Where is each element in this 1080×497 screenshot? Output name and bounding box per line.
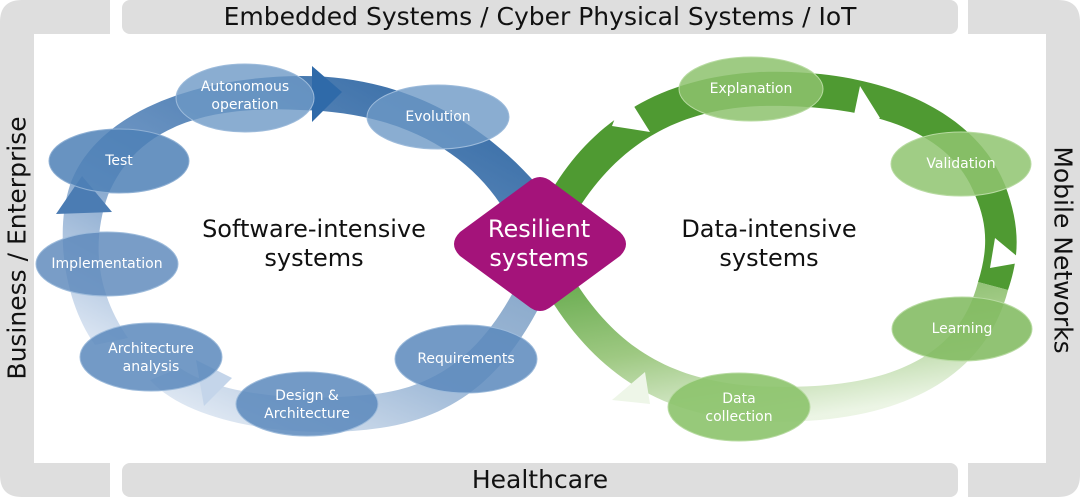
data-stage-ovals	[667, 56, 1033, 442]
stage-label-test: Test	[105, 153, 133, 169]
data-arrow-head-right	[850, 86, 880, 134]
stage-label-implementation: Implementation	[51, 256, 163, 272]
oval-implementation	[35, 231, 179, 297]
oval-autonomous-operation	[175, 63, 315, 133]
data-cycle-title-line-2: systems	[719, 244, 819, 272]
frame-left-band	[0, 0, 110, 497]
frame-top-band	[122, 0, 958, 34]
data-ring-lower-arc	[545, 278, 1008, 422]
oval-design-architecture	[235, 371, 379, 437]
software-cycle-title: Software-intensive systems	[202, 215, 426, 273]
stage-label-autonomous-line-2: operation	[211, 97, 279, 113]
resilient-systems-diamond	[454, 177, 626, 311]
oval-test	[48, 128, 190, 194]
frame-right-band	[968, 0, 1080, 497]
software-arrow-head-left	[56, 176, 112, 214]
frame-label-top: Embedded Systems / Cyber Physical System…	[223, 2, 857, 31]
frame-bottom-band	[122, 463, 958, 497]
stage-label-architecture-line-1: Architecture	[108, 341, 194, 357]
oval-validation	[890, 131, 1032, 197]
frame-label-bottom: Healthcare	[471, 465, 609, 494]
data-arrow-head-mid	[990, 238, 1024, 268]
resilient-systems-line-2: systems	[489, 244, 589, 272]
stage-label-design-line-2: Architecture	[264, 406, 350, 422]
stage-label-autonomous-line-1: Autonomous	[200, 79, 290, 95]
data-ring-upper-arc	[540, 71, 1017, 290]
stage-label-architecture-line-2: analysis	[122, 359, 180, 375]
software-cycle-title-line-1: Software-intensive	[202, 215, 426, 243]
stage-label-design-architecture: Design & Architecture	[264, 387, 350, 423]
frame-label-left: Business / Enterprise	[2, 116, 32, 380]
oval-evolution	[366, 84, 510, 150]
stage-label-data-collection: Data collection	[705, 390, 772, 426]
oval-explanation	[678, 56, 824, 122]
resilient-systems-line-1: Resilient	[487, 215, 591, 243]
stage-label-data-collection-line-2: collection	[705, 409, 773, 425]
software-arrow-head-top	[312, 66, 342, 122]
data-arrow-head-low	[612, 372, 650, 404]
data-cycle-title-line-1: Data-intensive	[681, 215, 857, 243]
data-cycle-title: Data-intensive systems	[681, 215, 856, 273]
oval-data-collection	[667, 372, 811, 442]
stage-label-explanation: Explanation	[709, 81, 793, 97]
stage-label-data-collection-line-1: Data	[722, 391, 756, 407]
software-cycle-title-line-2: systems	[264, 244, 364, 272]
stage-label-validation: Validation	[926, 156, 996, 172]
stage-label-evolution: Evolution	[405, 109, 471, 125]
stage-label-architecture-analysis: Architecture analysis	[108, 340, 194, 376]
data-cycle-ring	[540, 71, 1024, 422]
resilient-systems-label: Resilient systems	[488, 215, 590, 273]
frame-label-right: Mobile Networks	[1048, 146, 1078, 354]
stage-label-autonomous-operation: Autonomous operation	[201, 78, 289, 114]
stage-label-requirements: Requirements	[417, 351, 515, 367]
software-stage-ovals	[35, 63, 538, 437]
oval-architecture-analysis	[79, 322, 223, 392]
data-arrow-head-top	[612, 92, 650, 132]
oval-learning	[891, 296, 1033, 362]
stage-label-learning: Learning	[931, 321, 993, 337]
oval-requirements	[394, 324, 538, 394]
stage-label-design-line-1: Design &	[275, 388, 339, 404]
